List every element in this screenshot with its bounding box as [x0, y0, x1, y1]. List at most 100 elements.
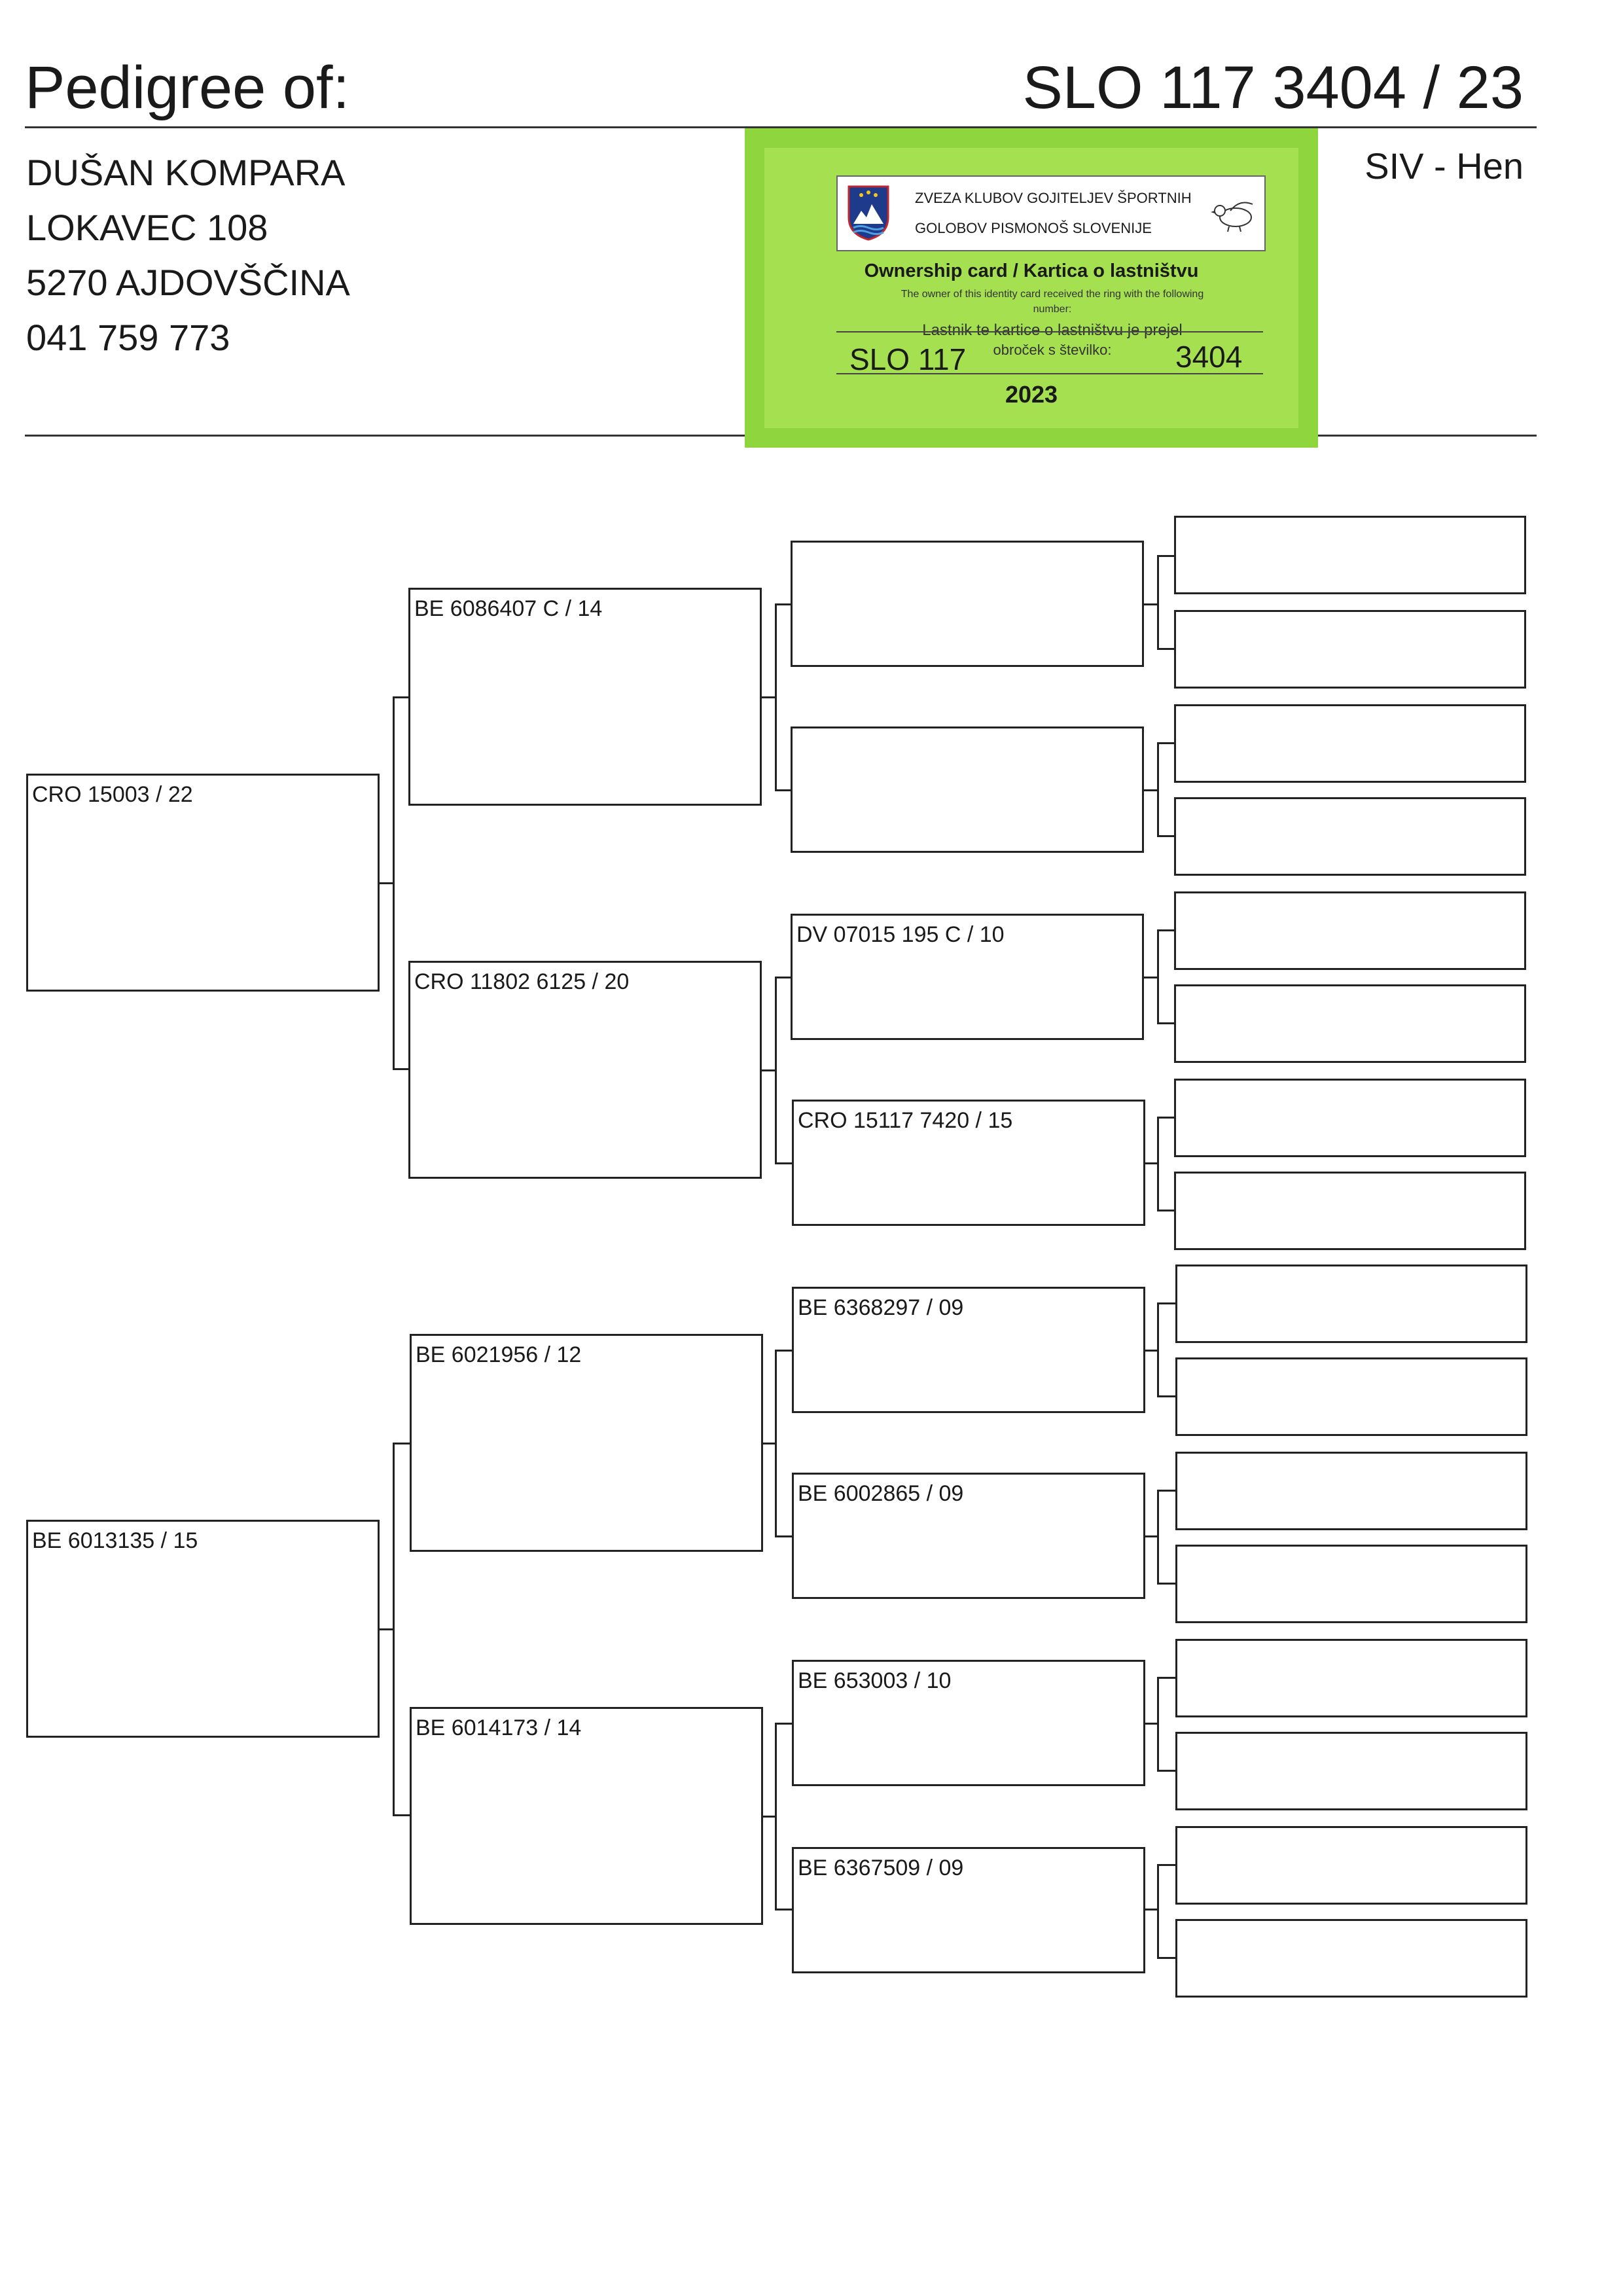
- card-ring-prefix: SLO 117: [849, 342, 967, 376]
- header-divider: [25, 126, 1537, 128]
- grandparent-box: BE 6014173 / 14: [410, 1707, 763, 1925]
- card-english-text-1: The owner of this identity card received…: [901, 289, 1204, 300]
- tree-connector: [1157, 1490, 1175, 1492]
- tree-connector: [393, 1068, 408, 1070]
- parent-sire-ring: CRO 15003 / 22: [32, 782, 193, 807]
- tree-connector: [1145, 1162, 1158, 1164]
- gen4-box: [1174, 704, 1526, 783]
- great-grandparent-box: DV 07015 195 C / 10: [791, 914, 1144, 1040]
- great-grandparent-ring: CRO 15117 7420 / 15: [798, 1108, 1013, 1133]
- great-grandparent-box: [791, 726, 1144, 853]
- tree-connector: [1157, 555, 1174, 557]
- tree-connector: [1157, 1864, 1175, 1866]
- gen4-box: [1174, 1172, 1526, 1250]
- grandparent-ring: BE 6021956 / 12: [416, 1342, 582, 1367]
- owner-city: 5270 AJDOVŠČINA: [26, 262, 350, 303]
- great-grandparent-ring: BE 6368297 / 09: [798, 1295, 964, 1320]
- gen4-box: [1175, 1357, 1527, 1436]
- color-sex-label: SIV - Hen: [1364, 145, 1524, 187]
- tree-connector: [763, 1816, 776, 1818]
- tree-connector: [775, 603, 791, 605]
- tree-connector: [1145, 1535, 1158, 1537]
- tree-connector: [1157, 742, 1174, 744]
- page-title: Pedigree of:: [25, 54, 350, 121]
- tree-connector: [1145, 1723, 1158, 1725]
- card-rule: [836, 373, 1263, 374]
- tree-connector: [393, 696, 408, 698]
- grandparent-ring: CRO 11802 6125 / 20: [414, 969, 630, 994]
- tree-connector: [1157, 929, 1159, 1024]
- tree-connector: [1157, 1583, 1175, 1585]
- tree-connector: [1157, 1957, 1175, 1959]
- card-title: Ownership card / Kartica o lastništvu: [864, 260, 1199, 281]
- tree-connector: [1144, 603, 1158, 605]
- tree-connector: [775, 1350, 792, 1352]
- tree-connector: [393, 696, 395, 1069]
- tree-connector: [775, 1162, 792, 1164]
- tree-connector: [1157, 929, 1174, 931]
- tree-connector: [1157, 1770, 1175, 1772]
- tree-connector: [775, 1350, 777, 1537]
- grandparent-box: CRO 11802 6125 / 20: [408, 961, 762, 1179]
- card-header: ZVEZA KLUBOV GOJITELJEV ŠPORTNIH GOLOBOV…: [836, 175, 1266, 251]
- great-grandparent-ring: DV 07015 195 C / 10: [796, 922, 1005, 947]
- owner-name: DUŠAN KOMPARA: [26, 152, 346, 193]
- gen4-box: [1175, 1545, 1527, 1623]
- tree-connector: [762, 696, 776, 698]
- parent-dam-ring: BE 6013135 / 15: [32, 1528, 198, 1553]
- grandparent-box: BE 6021956 / 12: [410, 1334, 763, 1552]
- gen4-box: [1175, 1826, 1527, 1905]
- parent-dam-box: BE 6013135 / 15: [26, 1520, 380, 1738]
- slovenia-shield-icon: [847, 185, 889, 241]
- grandparent-ring: BE 6014173 / 14: [416, 1715, 582, 1740]
- gen4-box: [1175, 1265, 1527, 1343]
- tree-connector: [1157, 648, 1174, 650]
- pigeon-logo-icon: [1211, 202, 1253, 232]
- great-grandparent-ring: BE 653003 / 10: [798, 1668, 952, 1693]
- tree-connector: [775, 977, 791, 978]
- tree-connector: [393, 1814, 410, 1816]
- ring-number: SLO 117 3404 / 23: [1022, 54, 1524, 121]
- tree-connector: [1157, 1117, 1174, 1119]
- gen4-box: [1174, 797, 1526, 876]
- tree-connector: [393, 1443, 395, 1816]
- owner-phone: 041 759 773: [26, 317, 230, 358]
- tree-connector: [380, 1628, 394, 1630]
- gen4-box: [1174, 610, 1526, 689]
- owner-street: LOKAVEC 108: [26, 207, 268, 248]
- gen4-box: [1174, 891, 1526, 970]
- great-grandparent-box: CRO 15117 7420 / 15: [792, 1100, 1145, 1226]
- great-grandparent-box: BE 6368297 / 09: [792, 1287, 1145, 1413]
- tree-connector: [1157, 1210, 1174, 1211]
- tree-connector: [1157, 1302, 1175, 1304]
- card-slovene-text-2: obroček s številko:: [993, 342, 1112, 358]
- tree-connector: [763, 1443, 776, 1444]
- tree-connector: [1157, 742, 1159, 836]
- grandparent-ring: BE 6086407 C / 14: [414, 596, 603, 621]
- tree-connector: [1157, 1864, 1159, 1958]
- tree-connector: [393, 1443, 410, 1444]
- ownership-card: ZVEZA KLUBOV GOJITELJEV ŠPORTNIH GOLOBOV…: [745, 128, 1318, 448]
- tree-connector: [1145, 1350, 1158, 1352]
- card-slovene-text-1: Lastnik te kartice o lastništvu je preje…: [922, 321, 1183, 339]
- tree-connector: [1157, 1395, 1175, 1397]
- tree-connector: [775, 1535, 792, 1537]
- gen4-box: [1175, 1732, 1527, 1810]
- gen4-box: [1174, 516, 1526, 594]
- tree-connector: [1144, 977, 1158, 978]
- tree-connector: [1157, 1677, 1175, 1679]
- tree-connector: [380, 882, 394, 884]
- tree-connector: [1157, 835, 1174, 837]
- great-grandparent-box: BE 653003 / 10: [792, 1660, 1145, 1786]
- tree-connector: [1157, 1302, 1159, 1397]
- grandparent-box: BE 6086407 C / 14: [408, 588, 762, 806]
- association-line-2: GOLOBOV PISMONOŠ SLOVENIJE: [915, 220, 1152, 236]
- tree-connector: [1157, 1117, 1159, 1211]
- great-grandparent-ring: BE 6367509 / 09: [798, 1856, 964, 1880]
- tree-connector: [1144, 789, 1158, 791]
- tree-connector: [1157, 1490, 1159, 1584]
- tree-connector: [1157, 1022, 1174, 1024]
- tree-connector: [775, 789, 791, 791]
- tree-connector: [775, 603, 777, 791]
- tree-connector: [1157, 1677, 1159, 1771]
